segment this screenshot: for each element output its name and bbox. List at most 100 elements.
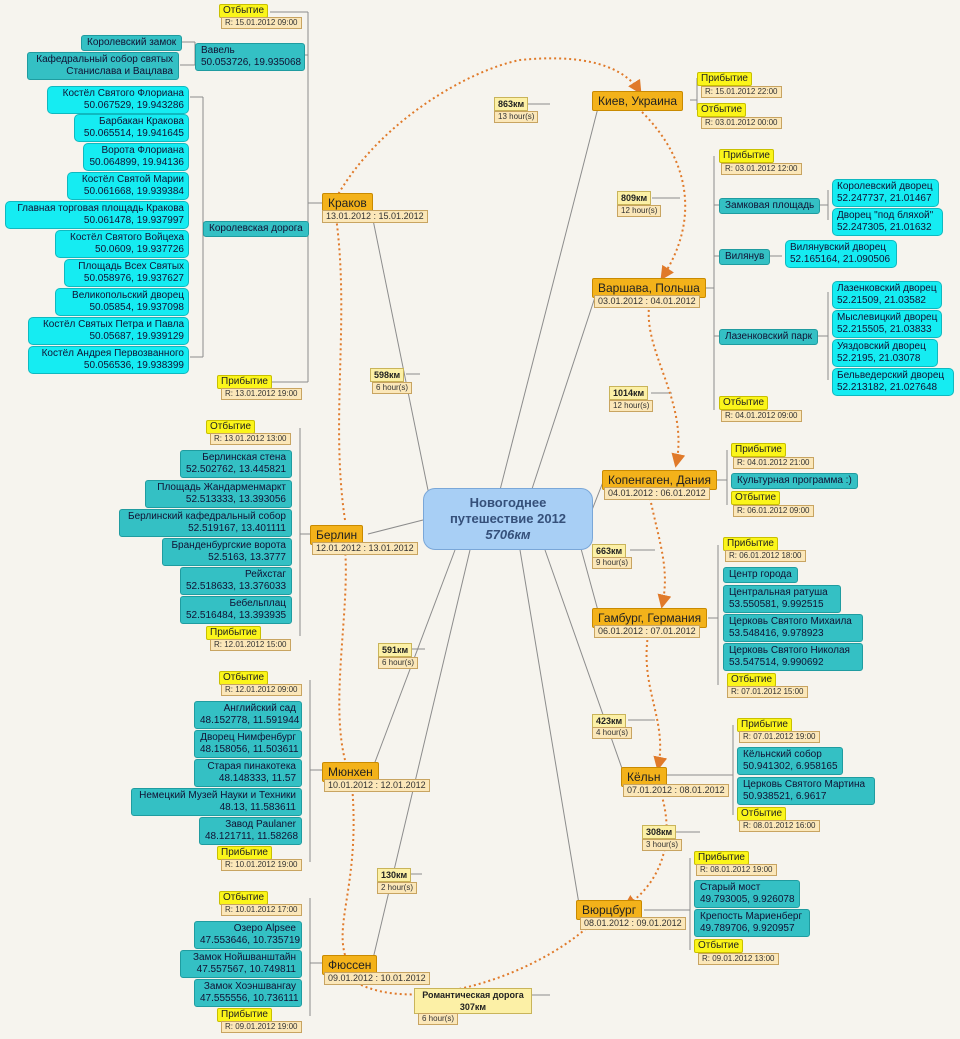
leg-distance[interactable]: 130км	[377, 868, 412, 882]
krakow-royal-castle[interactable]: Королевский замок	[81, 35, 183, 51]
city-kiev[interactable]: Киев, Украина	[592, 91, 684, 111]
munich-departure-label[interactable]: Отбытие	[219, 671, 269, 685]
city-cologne[interactable]: Кёльн	[621, 767, 667, 787]
munich-arrival-label[interactable]: Прибытие	[217, 846, 272, 860]
warsaw-castle-square[interactable]: Замковая площадь	[719, 198, 821, 214]
hamburg-departure-label[interactable]: Отбытие	[727, 673, 777, 687]
berlin-arrival-label[interactable]: Прибытие	[206, 626, 261, 640]
cologne-departure-time: R: 08.01.2012 16:00	[739, 820, 820, 832]
cologne-departure-label[interactable]: Отбытие	[737, 807, 787, 821]
krakow-wawel[interactable]: Вавель 50.053726, 19.935068	[195, 43, 305, 71]
hamburg-arrival-label[interactable]: Прибытие	[723, 537, 778, 551]
site-coords: 52.21509, 21.03582	[837, 295, 926, 306]
site-coords: 52.5163, 13.3777	[208, 552, 286, 563]
site-coords: 48.148333, 11.57	[218, 773, 296, 784]
leg-distance[interactable]: 1014км	[609, 386, 649, 400]
city-copenhagen-dates: 04.01.2012 : 06.01.2012	[604, 487, 710, 500]
warsaw-wilanow[interactable]: Вилянув	[719, 249, 771, 265]
copenhagen-culture[interactable]: Культурная программа :)	[731, 473, 858, 489]
warsaw-departure-label[interactable]: Отбытие	[719, 396, 769, 410]
wurzburg-departure-label[interactable]: Отбытие	[694, 939, 744, 953]
city-berlin[interactable]: Берлин	[310, 525, 364, 545]
leg-distance[interactable]: 308км	[642, 825, 677, 839]
site-name: Церковь Святого Мартина	[743, 779, 866, 790]
warsaw-tin-roof-palace[interactable]: Дворец "под бляхой"52.247305, 21.01632	[832, 208, 943, 236]
krakow-departure-label[interactable]: Отбытие	[219, 4, 269, 18]
berlin-departure-label[interactable]: Отбытие	[206, 420, 256, 434]
city-krakow-dates: 13.01.2012 : 15.01.2012	[322, 210, 428, 223]
krakow-cathedral[interactable]: Кафедральный собор святых Станислава и В…	[27, 52, 179, 80]
leg-distance[interactable]: 863км	[494, 97, 529, 111]
hamburg-city-center[interactable]: Центр города	[723, 567, 798, 583]
city-copenhagen[interactable]: Копенгаген, Дания	[602, 470, 717, 490]
leg-distance[interactable]: 809км	[617, 191, 652, 205]
city-krakow[interactable]: Краков	[322, 193, 373, 213]
fussen-arrival-label[interactable]: Прибытие	[217, 1008, 272, 1022]
leg-distance[interactable]: 423км	[592, 714, 627, 728]
copenhagen-departure-label[interactable]: Отбытие	[731, 491, 781, 505]
kiev-departure-label[interactable]: Отбытие	[697, 103, 747, 117]
leg-duration: 13 hour(s)	[494, 111, 539, 123]
site-coords: 50.0609, 19.937726	[95, 244, 184, 255]
krakow-royal-road[interactable]: Королевская дорога	[203, 221, 309, 237]
fussen-departure-label[interactable]: Отбытие	[219, 891, 269, 905]
munich-departure-time: R: 12.01.2012 09:00	[221, 684, 302, 696]
copenhagen-arrival-label[interactable]: Прибытие	[731, 443, 786, 457]
leg-romantic-road[interactable]: Романтическая дорога 307км	[414, 988, 532, 1014]
city-hamburg[interactable]: Гамбург, Германия	[592, 608, 708, 628]
leg-distance[interactable]: 598км	[370, 368, 405, 382]
leg-distance[interactable]: 663км	[592, 544, 627, 558]
site-coords: 48.158056, 11.503611	[200, 744, 299, 755]
warsaw-arrival-label[interactable]: Прибытие	[719, 149, 774, 163]
site-name: Площадь Всех Святых	[78, 261, 184, 272]
city-fussen[interactable]: Фюссен	[322, 955, 378, 975]
wurzburg-arrival-label[interactable]: Прибытие	[694, 851, 749, 865]
site-name: Немецкий Музей Науки и Техники	[139, 790, 296, 801]
site-coords: 50.067529, 19.943286	[83, 100, 184, 111]
leg-distance[interactable]: 591км	[378, 643, 413, 657]
warsaw-lazienki-park[interactable]: Лазенковский парк	[719, 329, 819, 345]
munich-arrival-time: R: 10.01.2012 19:00	[221, 859, 302, 871]
cologne-arrival-label[interactable]: Прибытие	[737, 718, 792, 732]
krakow-arrival-label[interactable]: Прибытие	[217, 375, 272, 389]
central-topic[interactable]: Новогоднее путешествие 2012 5706км	[423, 488, 593, 550]
kiev-arrival-label[interactable]: Прибытие	[697, 72, 752, 86]
